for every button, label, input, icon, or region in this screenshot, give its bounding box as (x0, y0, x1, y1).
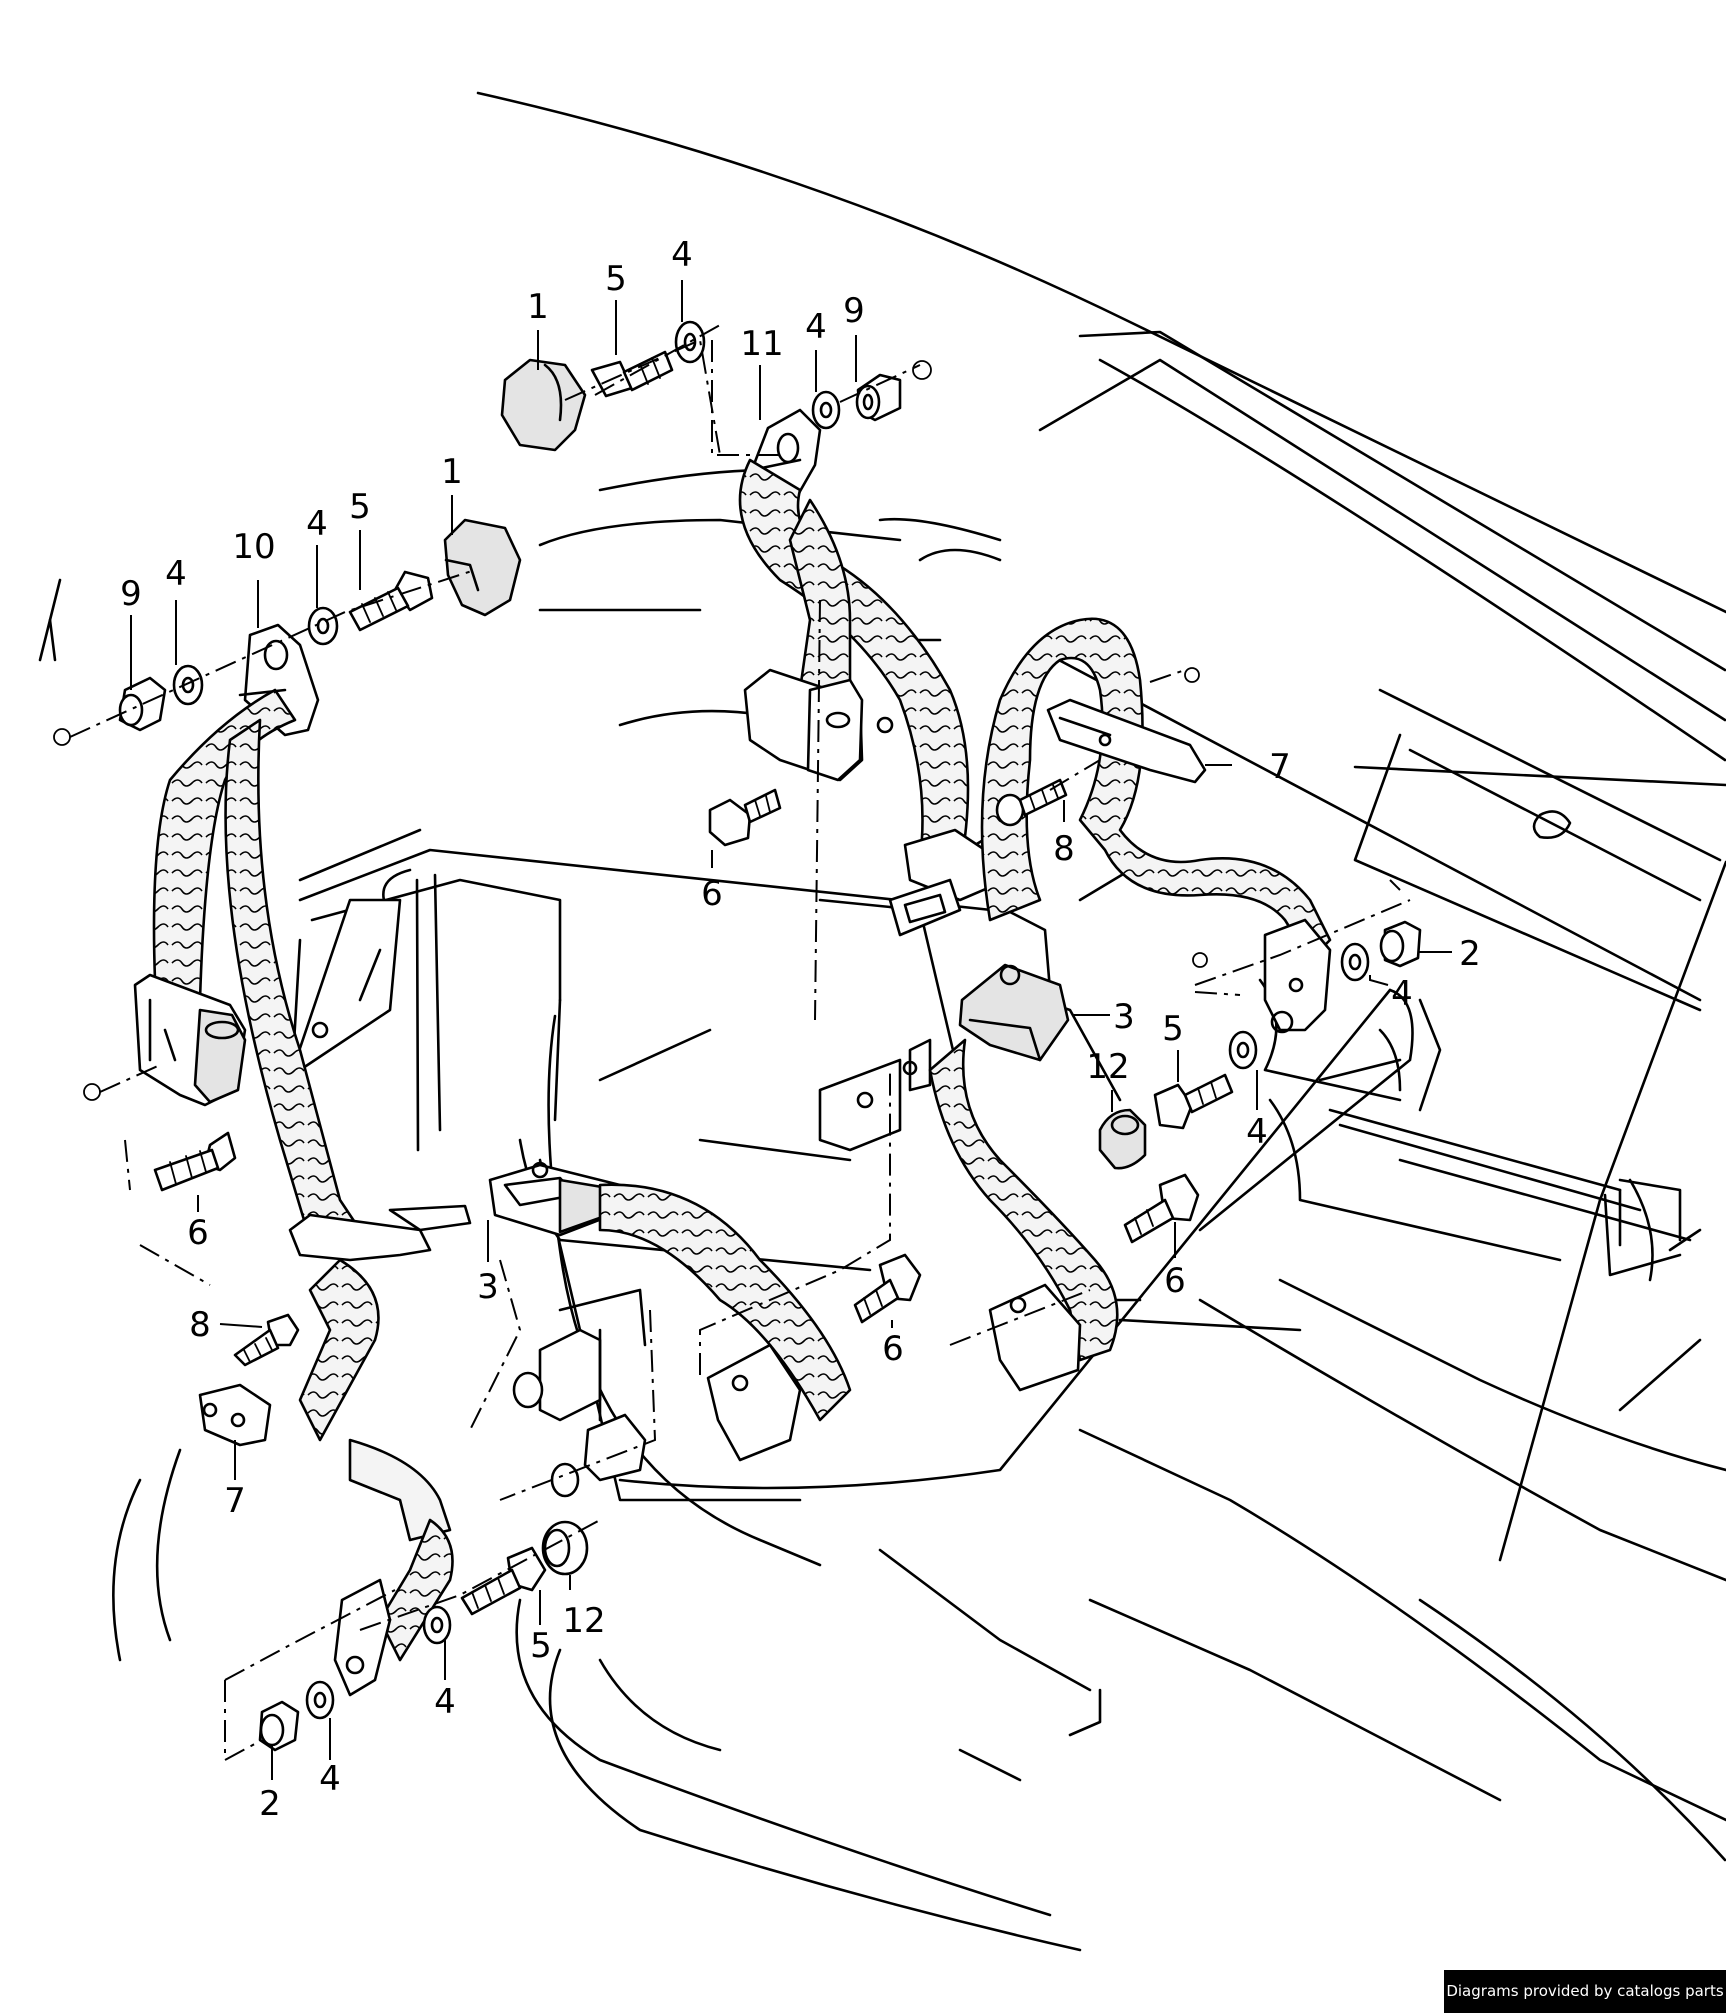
buckle-stalk-3-right (958, 963, 1070, 1062)
callout-7-trim: 7 (224, 1481, 246, 1521)
leader-lines (130, 280, 1452, 1780)
bolt-cap-12-lower (541, 1520, 589, 1576)
anchor-bolt-6-right (1123, 1173, 1200, 1244)
callout-9-spacer: 9 (843, 291, 865, 331)
diagram-credit-badge: Diagrams provided by catalogs parts (1444, 1970, 1726, 2013)
callout-3-stalk: 3 (1113, 997, 1135, 1037)
anchor-bolt-6-rear-center (708, 788, 782, 847)
callout-8-screw: 8 (1053, 829, 1075, 869)
callout-11-guide: 11 (740, 324, 783, 364)
callout-6-bolt: 6 (187, 1213, 209, 1253)
callout-4-washer: 4 (671, 235, 693, 275)
callout-5-bolt: 5 (349, 487, 371, 527)
callout-12-cap: 12 (562, 1601, 605, 1641)
right-stalk-webbing (928, 1038, 1119, 1362)
anchor-bolt-6-left (153, 1131, 237, 1192)
callout-4-washer: 4 (306, 504, 328, 544)
bolt-cap-12-right (1098, 1108, 1147, 1170)
callout-5-bolt: 5 (530, 1626, 552, 1666)
anchor-bolt-upper-left (348, 570, 434, 632)
callout-7-trim: 7 (1269, 747, 1291, 787)
callout-4-washer: 4 (319, 1759, 341, 1799)
left-front-retractor (133, 973, 247, 1107)
trim-screw-8-rear (995, 778, 1068, 827)
spacer-sleeve-left (118, 676, 167, 732)
callout-1-cover: 1 (441, 452, 463, 492)
trim-screw-8-left (233, 1313, 300, 1367)
rear-trim-cover-7 (1046, 698, 1207, 784)
center-belt-webbing (598, 1183, 852, 1422)
washer-upper-left-b (172, 664, 204, 706)
washer-right-5 (1228, 1030, 1258, 1070)
belt-floor-plate-left (288, 1204, 472, 1262)
washer-lower-left (422, 1605, 452, 1645)
washer-lower-left-b (305, 1680, 335, 1720)
anchor-bolt-6-center (853, 1253, 922, 1324)
callout-4-washer: 4 (1246, 1112, 1268, 1152)
upper-anchor-cover-left (443, 518, 522, 617)
callout-5-bolt: 5 (605, 259, 627, 299)
callout-3-stalk: 3 (477, 1267, 499, 1307)
upper-anchor-cover-right (500, 358, 587, 452)
rear-upper-belt-webbing (738, 458, 970, 872)
sill-trim-7-left (198, 1383, 272, 1447)
callout-1-cover: 1 (527, 287, 549, 327)
callout-6-bolt: 6 (882, 1329, 904, 1369)
callout-8-screw: 8 (189, 1305, 211, 1345)
floor-bracket-center (706, 1343, 802, 1462)
callout-4-washer: 4 (165, 554, 187, 594)
spacer-sleeve-right (855, 373, 902, 422)
rear-center-retractor (743, 668, 894, 782)
callout-2-spacer: 2 (259, 1784, 281, 1824)
callout-10-guide: 10 (232, 527, 275, 567)
seat-hinge-bolts (512, 1288, 647, 1498)
lower-anchor-plate-left (333, 1578, 392, 1697)
left-front-belt-webbing (152, 688, 454, 1662)
washer-right-lower (1340, 942, 1370, 982)
callout-4-washer: 4 (805, 307, 827, 347)
callout-6-bolt: 6 (1164, 1261, 1186, 1301)
washer-b-right (811, 390, 841, 430)
rear-belt-tongue (888, 828, 1002, 937)
callout-12-cap: 12 (1086, 1047, 1129, 1087)
anchor-bolt-5-right (1153, 1073, 1234, 1130)
callout-9-spacer: 9 (120, 574, 142, 614)
callout-4-washer: 4 (1391, 974, 1413, 1014)
lower-anchor-right (1263, 918, 1332, 1034)
anchor-bolt-5-lower (460, 1546, 547, 1616)
washer-upper-left (307, 606, 339, 646)
washer-upper-right (674, 320, 706, 364)
callout-4-washer: 4 (434, 1682, 456, 1722)
callout-5-bolt: 5 (1162, 1009, 1184, 1049)
callout-labels: 1 5 4 11 4 9 1 5 4 10 4 9 7 8 6 2 4 3 5 … (120, 235, 1481, 1824)
floor-bracket-right (988, 1283, 1082, 1392)
spacer-sleeve-lower-left (258, 1700, 300, 1752)
vehicle-body-outline (38, 91, 1726, 1952)
rear-right-belt-webbing (980, 617, 1332, 962)
callout-6-bolt: 6 (701, 874, 723, 914)
spacer-sleeve-right-lower (1379, 920, 1422, 968)
callout-2-spacer: 2 (1459, 934, 1481, 974)
